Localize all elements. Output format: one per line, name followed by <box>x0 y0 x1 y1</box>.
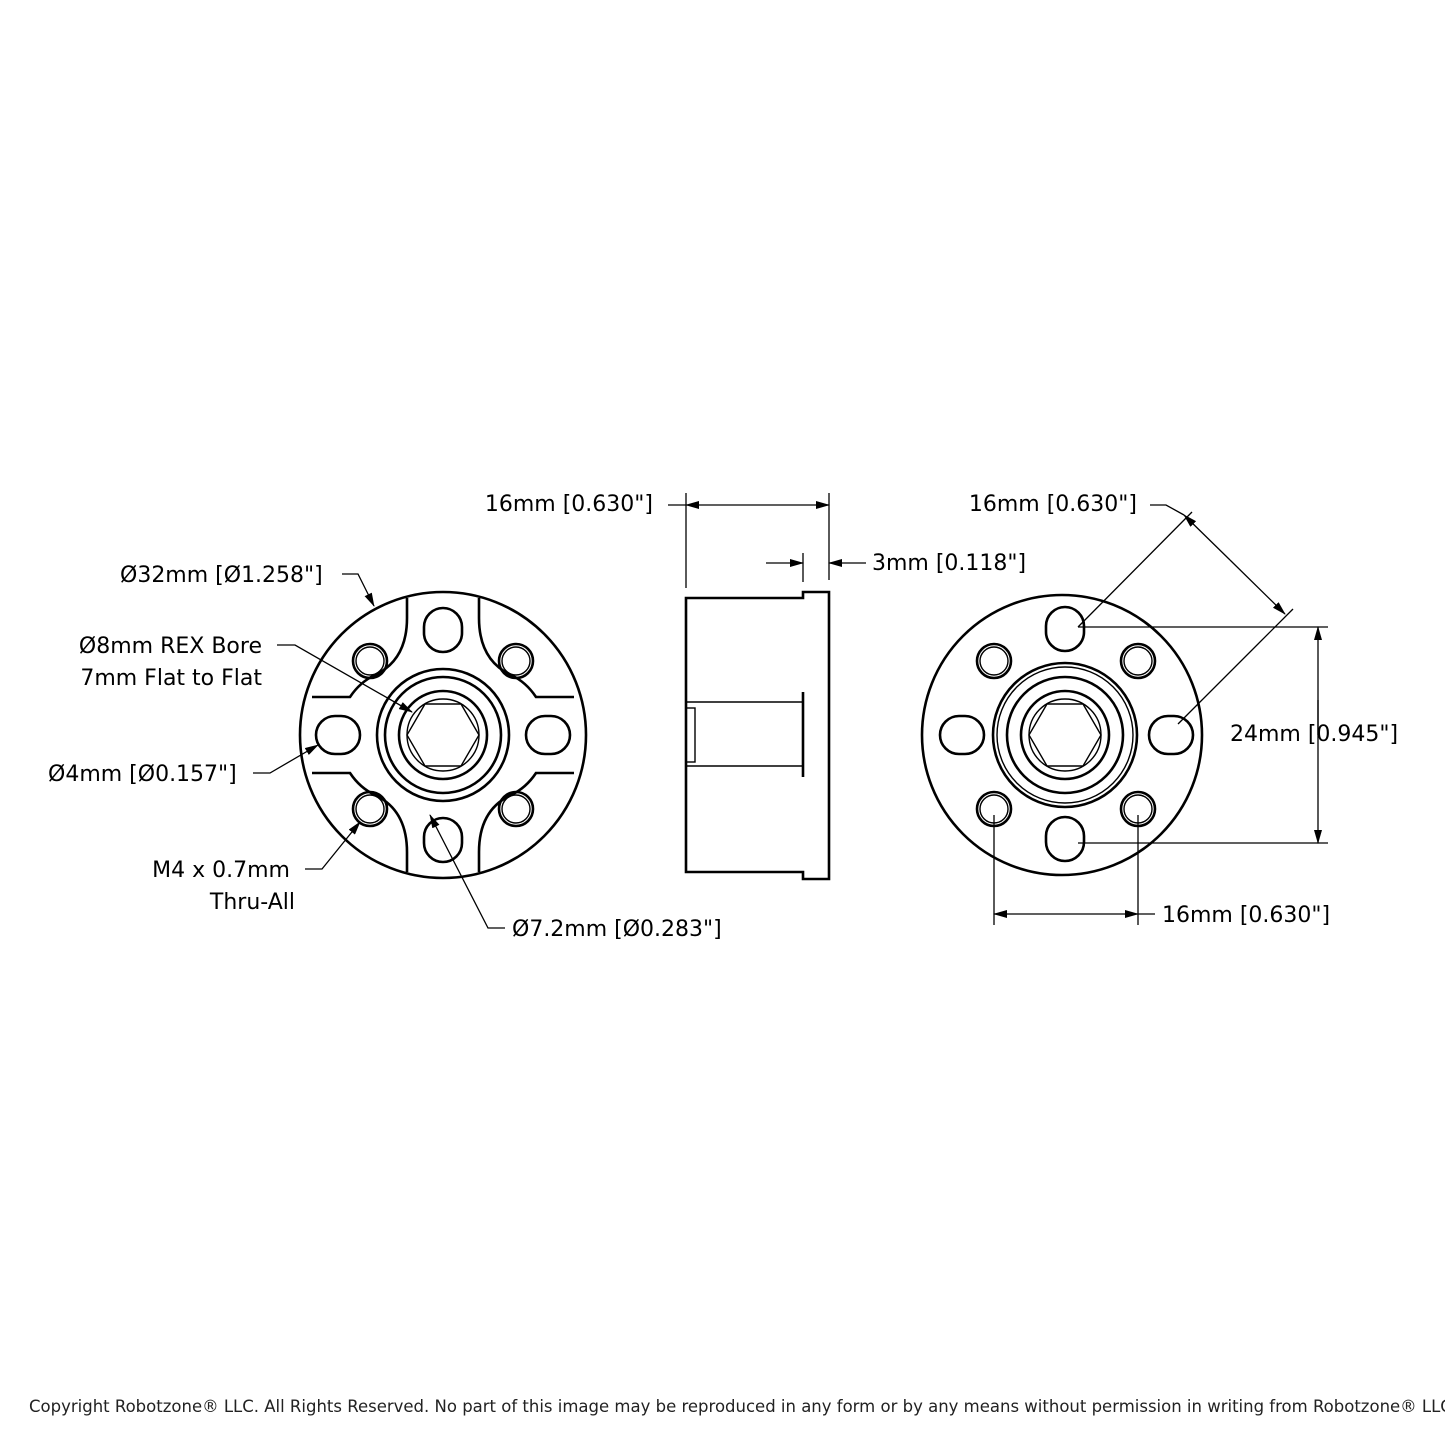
tapped-holes <box>351 642 535 828</box>
vertical-spacing-label: 24mm [0.945"] <box>1230 722 1398 747</box>
bore-label-line2: 7mm Flat to Flat <box>80 666 262 691</box>
tap-label-line1: M4 x 0.7mm <box>152 858 290 883</box>
overall-length-label: 16mm [0.630"] <box>485 492 653 517</box>
front-view: Ø32mm [Ø1.258"] Ø8mm REX Bore 7mm Flat t… <box>48 563 722 942</box>
horizontal-spacing-label: 16mm [0.630"] <box>1162 903 1330 928</box>
tap-label-line2: Thru-All <box>209 890 295 915</box>
slot-hole-label: Ø4mm [Ø0.157"] <box>48 762 237 787</box>
back-view: 16mm [0.630"] 24mm [0.945"] 16mm [0.630"… <box>920 492 1398 928</box>
side-view: 16mm [0.630"] 3mm [0.118"] <box>485 492 1026 881</box>
bore-label-line1: Ø8mm REX Bore <box>79 634 262 659</box>
hub-diameter-label: Ø7.2mm [Ø0.283"] <box>512 917 722 942</box>
outer-diameter-label: Ø32mm [Ø1.258"] <box>120 563 323 588</box>
flange-thickness-label: 3mm [0.118"] <box>872 551 1026 576</box>
diagonal-spacing-label: 16mm [0.630"] <box>969 492 1137 517</box>
copyright-notice: Copyright Robotzone® LLC. All Rights Res… <box>29 1397 1445 1416</box>
